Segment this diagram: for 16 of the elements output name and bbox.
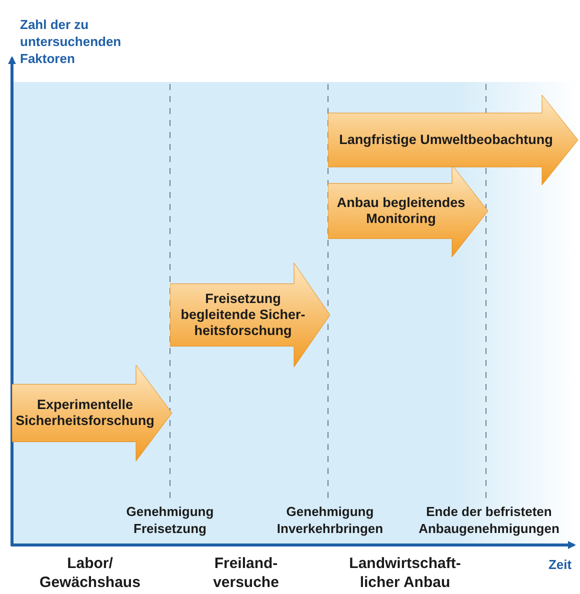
- phase-label: Freiland- versuche: [213, 555, 279, 591]
- arrow-shape: [328, 165, 488, 257]
- arrow-shape: [12, 365, 172, 461]
- arrow-label: Experimentelle Sicherheitsforschung: [14, 396, 156, 429]
- arrow-label: Anbau begleitendes Monitoring: [336, 194, 466, 227]
- milestone-label: Ende der befristeten Anbaugenehmigungen: [418, 504, 560, 536]
- arrow-shape: [170, 263, 330, 367]
- arrow-label: Freisetzung begleitende Sicher- heitsforschung: [180, 290, 306, 339]
- milestone-label: Genehmigung Freisetzung: [126, 504, 214, 536]
- milestone-label: Genehmigung Inverkehrbringen: [276, 504, 384, 536]
- phase-label: Landwirtschaft- licher Anbau: [349, 555, 461, 591]
- phase-label: Labor/ Gewächshaus: [40, 555, 140, 591]
- axis-title: Zeit: [548, 557, 572, 572]
- axis-title: Zahl der zu untersuchenden Faktoren: [20, 17, 122, 66]
- arrow-label: Langfristige Umweltbeobachtung: [339, 132, 553, 148]
- arrow-shape: [328, 95, 578, 185]
